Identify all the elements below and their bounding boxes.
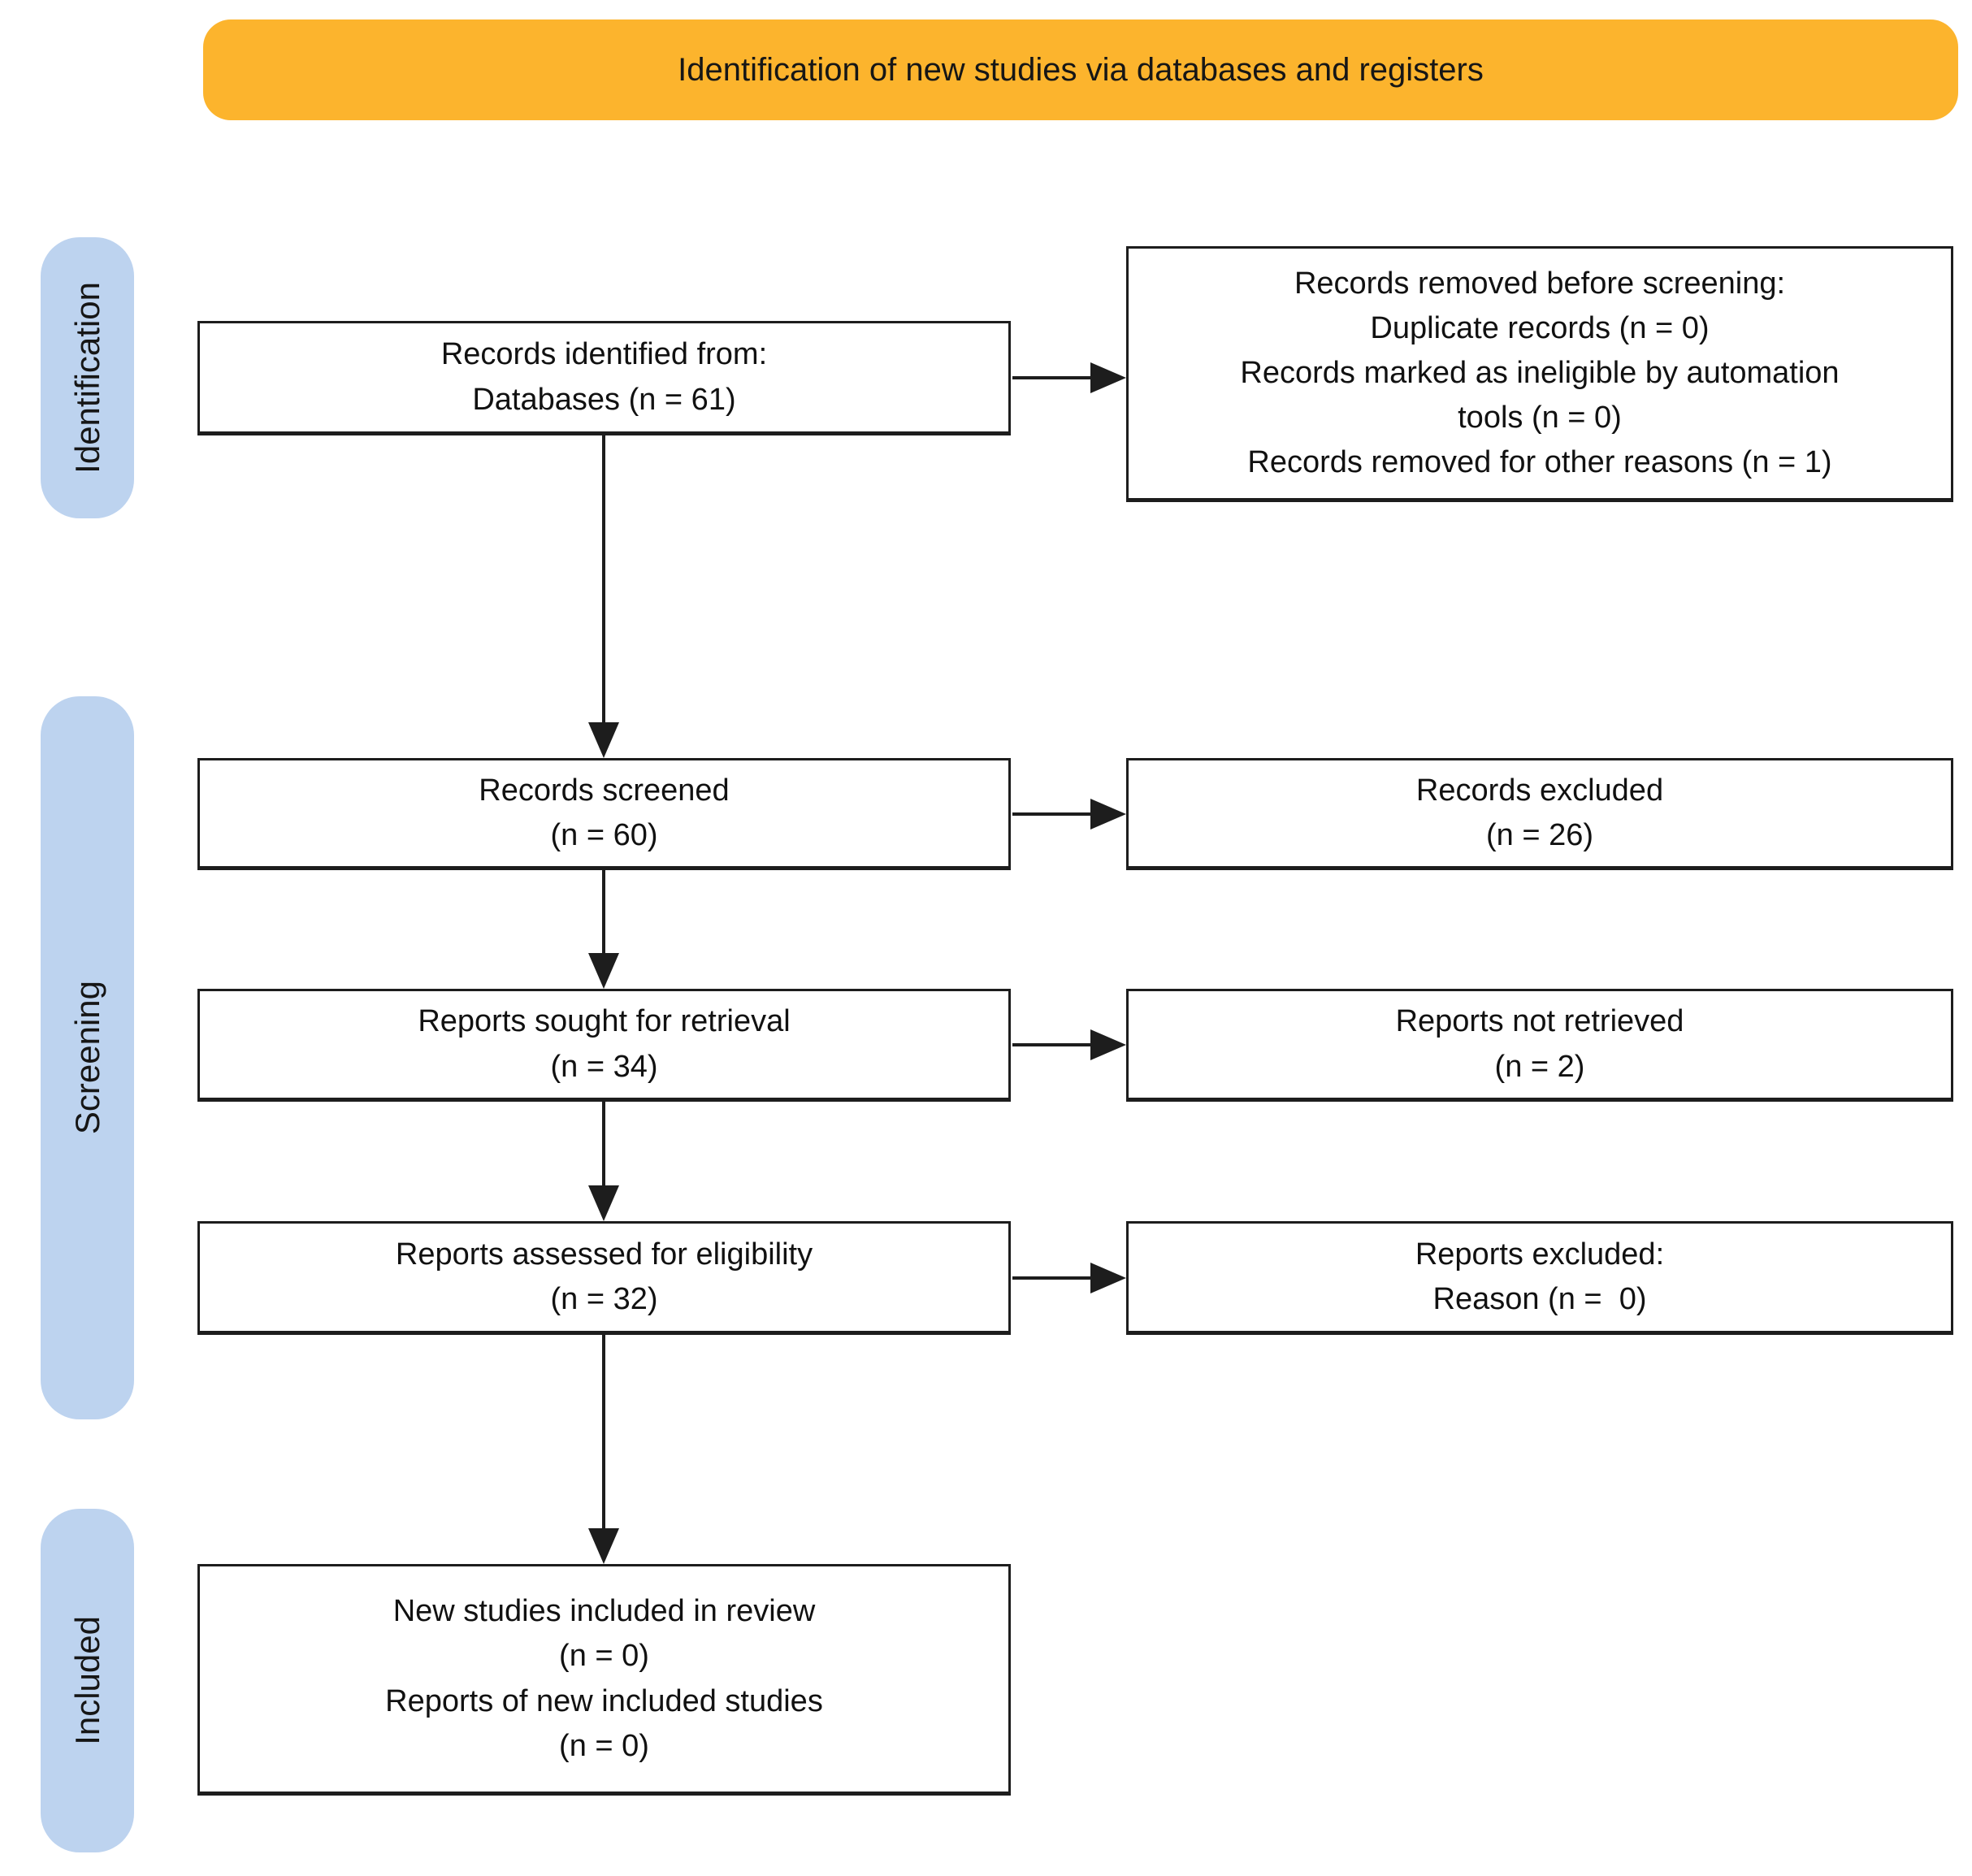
box-reports-not-retrieved-text: Reports not retrieved (n = 2) [1395,1004,1684,1084]
arrow-head-icon [1090,362,1126,393]
box-records-excluded-text: Records excluded (n = 26) [1415,773,1664,852]
arrow-line [602,870,605,955]
arrow-head-icon [1090,1263,1126,1293]
arrow-line [602,435,605,724]
stage-label-screening: Screening [41,696,134,1419]
arrow-head-icon [588,1528,619,1564]
arrow-line [1012,1043,1090,1046]
arrow-head-icon [1090,799,1126,830]
box-reports-not-retrieved: Reports not retrieved (n = 2) [1126,989,1953,1102]
box-new-studies-included-text: New studies included in review (n = 0) R… [385,1594,823,1763]
arrow-head-icon [588,1185,619,1221]
stage-label-screening-text: Screening [67,981,106,1135]
box-records-removed-text: Records removed before screening: Duplic… [1240,266,1840,480]
banner-title: Identification of new studies via databa… [678,52,1484,88]
arrow-head-icon [588,722,619,758]
arrow-line [1012,376,1090,379]
box-reports-sought: Reports sought for retrieval (n = 34) [197,989,1011,1102]
box-reports-sought-text: Reports sought for retrieval (n = 34) [418,1004,791,1084]
box-reports-assessed-text: Reports assessed for eligibility (n = 32… [395,1237,813,1316]
box-records-excluded: Records excluded (n = 26) [1126,758,1953,870]
box-reports-excluded: Reports excluded: Reason (n = 0) [1126,1221,1953,1335]
arrow-head-icon [1090,1029,1126,1060]
box-records-screened-text: Records screened (n = 60) [479,773,730,852]
arrow-line [1012,1276,1090,1280]
stage-label-included: Included [41,1509,134,1852]
box-records-removed: Records removed before screening: Duplic… [1126,246,1953,502]
stage-label-included-text: Included [67,1616,106,1745]
stage-label-identification-text: Identification [67,282,106,474]
arrow-head-icon [588,953,619,989]
arrow-line [1012,812,1090,816]
box-records-screened: Records screened (n = 60) [197,758,1011,870]
stage-label-identification: Identification [41,237,134,518]
banner: Identification of new studies via databa… [203,19,1958,120]
box-records-identified: Records identified from: Databases (n = … [197,321,1011,435]
arrow-line [602,1335,605,1530]
box-reports-assessed: Reports assessed for eligibility (n = 32… [197,1221,1011,1335]
arrow-line [602,1102,605,1187]
box-reports-excluded-text: Reports excluded: Reason (n = 0) [1415,1237,1665,1316]
box-records-identified-text: Records identified from: Databases (n = … [440,337,768,417]
box-new-studies-included: New studies included in review (n = 0) R… [197,1564,1011,1796]
